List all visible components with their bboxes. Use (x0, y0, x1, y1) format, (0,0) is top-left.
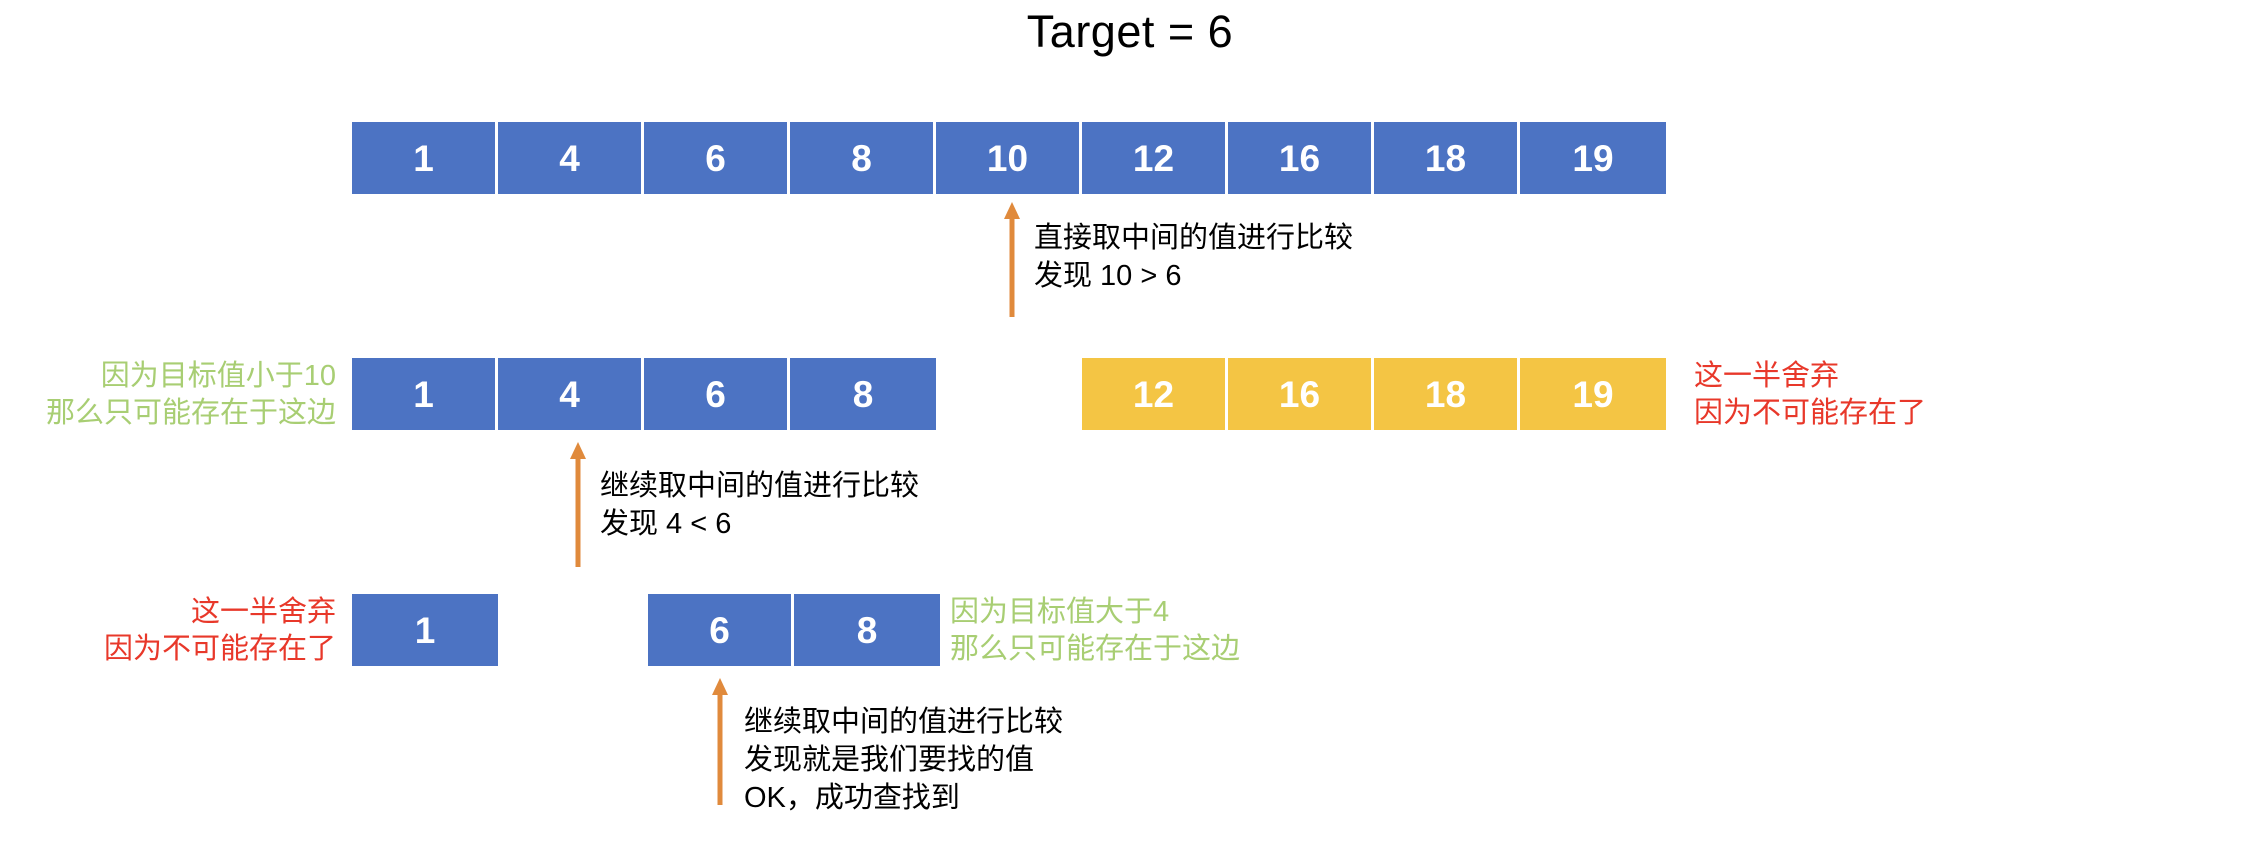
array-cell-discarded[interactable]: 19 (1520, 358, 1666, 430)
array-cell-discarded[interactable]: 16 (1228, 358, 1374, 430)
row-3-left-note-line1: 这一半舍弃 (190, 596, 336, 628)
row-2-right-note-line2: 因为不可能存在了 (1694, 397, 1927, 430)
row-2-left-note-line1: 因为目标值小于10 (100, 360, 336, 392)
array-cell[interactable]: 1 (352, 358, 498, 430)
array-cell-discarded[interactable]: 12 (1082, 358, 1228, 430)
up-arrow-icon (1004, 202, 1020, 317)
up-arrow-icon (712, 678, 728, 805)
row-3-right-note: 因为目标值大于4 那么只可能存在于这边 (950, 594, 1240, 668)
array-cell-discarded[interactable]: 18 (1374, 358, 1520, 430)
annotation-step-3-line2: 发现就是我们要找的值 (744, 744, 1035, 776)
row-3-right-note-line1: 因为目标值大于4 (950, 596, 1170, 628)
annotation-step-3-line1: 继续取中间的值进行比较 (744, 706, 1064, 738)
array-cell-discarded[interactable]: 1 (352, 594, 498, 666)
annotation-step-2-line1: 继续取中间的值进行比较 (600, 470, 920, 502)
array-cell[interactable]: 8 (790, 358, 936, 430)
annotation-step-3: 继续取中间的值进行比较 发现就是我们要找的值 OK，成功查找到 (708, 676, 1268, 846)
annotation-step-1-line2: 发现 10 > 6 (1034, 260, 1182, 292)
array-cell[interactable]: 8 (794, 594, 940, 666)
annotation-step-2: 继续取中间的值进行比较 发现 4 < 6 (566, 440, 1086, 567)
array-row-1: 1 4 6 8 10 12 16 18 19 (352, 122, 1666, 194)
array-cell[interactable]: 19 (1520, 122, 1666, 194)
annotation-step-1: 直接取中间的值进行比较 发现 10 > 6 (1000, 200, 1520, 320)
annotation-step-2-line2: 发现 4 < 6 (600, 508, 732, 540)
array-cell-midpoint[interactable]: 6 (648, 594, 794, 666)
array-cell[interactable]: 18 (1374, 122, 1520, 194)
array-cell[interactable]: 1 (352, 122, 498, 194)
array-row-2-kept: 1 4 6 8 (352, 358, 936, 430)
annotation-step-3-line3: OK，成功查找到 (744, 782, 960, 814)
page-title: Target = 6 (1026, 6, 1234, 57)
array-cell[interactable]: 12 (1082, 122, 1228, 194)
row-2-left-note-line2: 那么只可能存在于这边 (45, 397, 336, 430)
array-cell[interactable]: 4 (498, 122, 644, 194)
array-cell[interactable]: 16 (1228, 122, 1374, 194)
array-cell[interactable]: 6 (644, 358, 790, 430)
array-row-3-discarded: 1 (352, 594, 498, 666)
up-arrow-icon (570, 442, 586, 567)
array-cell[interactable]: 8 (790, 122, 936, 194)
array-cell[interactable]: 6 (644, 122, 790, 194)
row-3-right-note-line2: 那么只可能存在于这边 (950, 633, 1241, 666)
array-row-3-kept: 6 8 (648, 594, 940, 666)
array-row-2-discarded: 12 16 18 19 (1082, 358, 1666, 430)
annotation-step-1-line1: 直接取中间的值进行比较 (1034, 222, 1354, 254)
row-2-right-note: 这一半舍弃 因为不可能存在了 (1694, 358, 1926, 432)
row-3-left-note: 这一半舍弃 因为不可能存在了 (0, 594, 336, 668)
row-3-left-note-line2: 因为不可能存在了 (103, 633, 336, 666)
row-2-right-note-line1: 这一半舍弃 (1694, 360, 1840, 392)
array-cell-midpoint[interactable]: 10 (936, 122, 1082, 194)
array-cell-midpoint[interactable]: 4 (498, 358, 644, 430)
row-2-left-note: 因为目标值小于10 那么只可能存在于这边 (0, 358, 336, 432)
